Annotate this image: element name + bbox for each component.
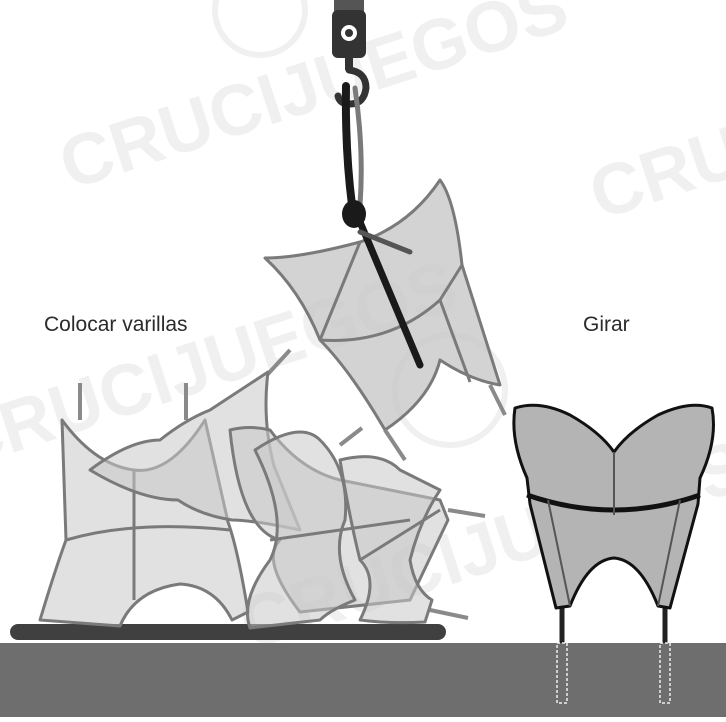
watermark-text-1: CRUCIJUEGOS: [50, 0, 577, 205]
hanging-frame-rod-1: [385, 430, 405, 460]
watermark-text-4: CRUCIJUEGOS: [580, 0, 726, 235]
ground: [0, 643, 726, 717]
label-place-rods: Colocar varillas: [44, 313, 188, 337]
watermark-seal-top: [215, 0, 305, 55]
label-rotate: Girar: [583, 313, 630, 337]
base-bar: [10, 624, 446, 640]
